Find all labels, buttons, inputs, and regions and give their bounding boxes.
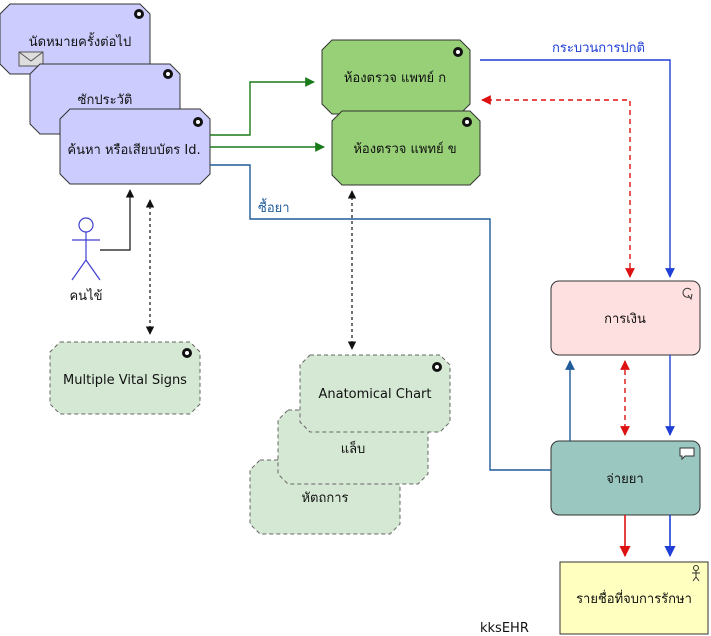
message-icon xyxy=(679,447,695,461)
footer-brand: kksEHR xyxy=(480,621,529,636)
gear-icon xyxy=(432,362,442,372)
appointment-node[interactable]: นัดหมายครั้งต่อไป xyxy=(0,3,151,75)
appointment-label: นัดหมายครั้งต่อไป xyxy=(29,32,131,50)
vital-signs-label: Multiple Vital Signs xyxy=(63,373,187,388)
exam-room-b-label: ห้องตรวจ แพทย์ ข xyxy=(353,141,456,157)
patient-label: คนไข้ xyxy=(69,288,102,304)
gear-icon xyxy=(453,47,463,57)
gear-icon xyxy=(193,117,203,127)
dispense-node[interactable]: จ่ายยา xyxy=(550,440,701,516)
mail-icon xyxy=(18,51,44,67)
history-label: ซักประวัติ xyxy=(78,93,133,108)
edge-exam-a-finance xyxy=(480,59,675,278)
refresh-icon xyxy=(682,287,693,301)
gear-icon xyxy=(182,348,192,358)
finance-node[interactable]: การเงิน xyxy=(550,280,701,356)
patient-actor[interactable]: คนไข้ xyxy=(69,217,103,304)
edge-finance-exam-a-dashed xyxy=(481,95,635,278)
lab-label: แล็บ xyxy=(341,439,366,457)
discharge-label: รายชื่อที่จบการรักษา xyxy=(576,590,692,607)
person-icon xyxy=(692,565,700,582)
edge-patient-search xyxy=(100,189,135,251)
exam-room-a-node[interactable]: ห้องตรวจ แพทย์ ก xyxy=(321,39,471,115)
search-node[interactable]: ค้นหา หรือเสียบบัตร Id. xyxy=(59,108,211,185)
edge-search-exam-a xyxy=(210,77,315,136)
exam-room-b-node[interactable]: ห้องตรวจ แพทย์ ข xyxy=(331,110,481,186)
anatomical-chart-node[interactable]: Anatomical Chart xyxy=(299,354,451,433)
gear-icon xyxy=(163,69,173,79)
finance-label: การเงิน xyxy=(604,312,646,327)
edge-search-dispense xyxy=(210,164,551,471)
normal-process-label: กระบวนการปกติ xyxy=(552,41,645,56)
exam-room-a-label: ห้องตรวจ แพทย์ ก xyxy=(344,70,446,86)
search-label: ค้นหา หรือเสียบบัตร Id. xyxy=(67,142,200,158)
dispense-label: จ่ายยา xyxy=(606,472,643,487)
procedure-label: หัตถการ xyxy=(301,491,348,506)
gear-icon xyxy=(134,9,144,19)
anatomical-chart-label: Anatomical Chart xyxy=(318,387,431,402)
vital-signs-node[interactable]: Multiple Vital Signs xyxy=(49,341,201,415)
person-icon xyxy=(71,217,101,281)
discharge-node[interactable]: รายชื่อที่จบการรักษา xyxy=(559,561,709,635)
gear-icon xyxy=(462,117,472,127)
buy-drug-label: ซื้อยา xyxy=(258,198,290,216)
